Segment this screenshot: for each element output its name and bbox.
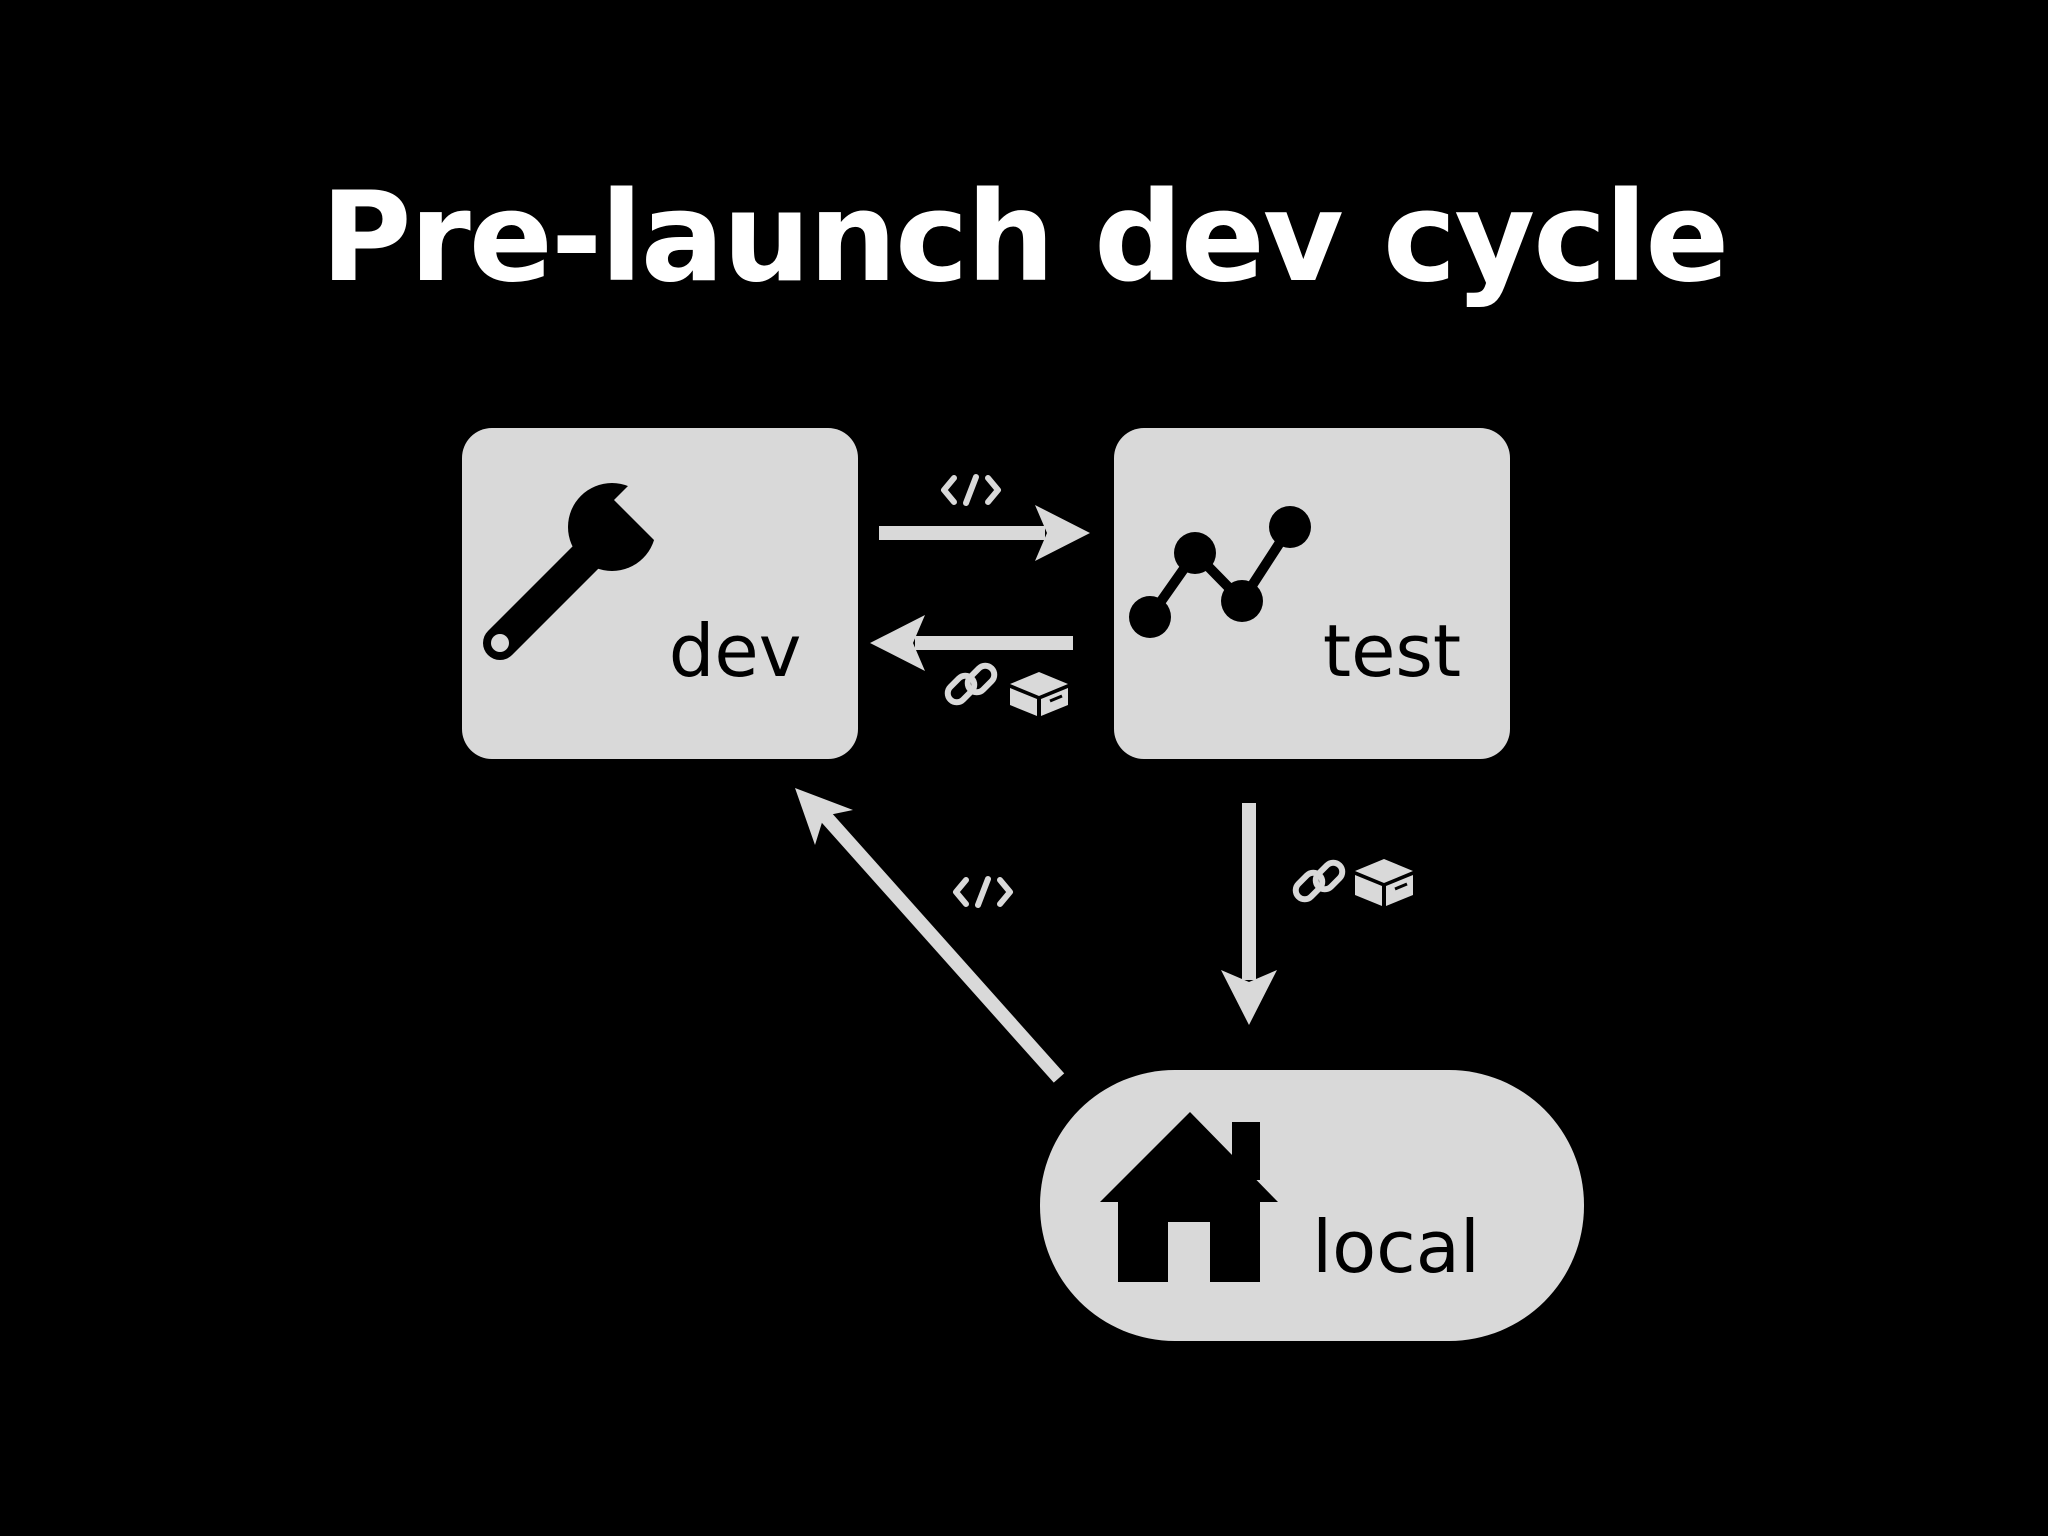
edge-test-to-local	[1221, 803, 1413, 1025]
diagram-title: Pre-launch dev cycle	[321, 166, 1728, 310]
arrow-head	[1035, 505, 1090, 561]
node-test-label: test	[1323, 609, 1461, 693]
line-chart-icon	[1129, 506, 1311, 638]
arrow-line	[812, 803, 1065, 1083]
wrench-icon	[483, 469, 700, 660]
edge-local-to-dev	[795, 788, 1065, 1083]
node-dev[interactable]: dev	[462, 428, 858, 759]
edge-dev-to-test	[879, 474, 1090, 561]
node-local-label: local	[1312, 1205, 1480, 1289]
edge-test-to-dev	[870, 615, 1073, 716]
node-test-box	[1114, 428, 1510, 759]
package-icon	[1355, 859, 1413, 906]
house-icon	[1100, 1112, 1278, 1282]
code-icon	[953, 876, 1013, 908]
link-icon	[1292, 859, 1346, 903]
node-dev-box	[462, 428, 858, 759]
arrow-head	[1221, 970, 1277, 1025]
arrow-head	[795, 788, 853, 845]
node-local[interactable]: local	[1040, 1070, 1584, 1341]
node-test[interactable]: test	[1114, 428, 1510, 759]
arrow-head	[870, 615, 925, 671]
code-icon	[941, 474, 1001, 506]
package-icon	[1010, 672, 1068, 716]
node-dev-label: dev	[669, 609, 802, 693]
link-icon	[944, 662, 998, 706]
